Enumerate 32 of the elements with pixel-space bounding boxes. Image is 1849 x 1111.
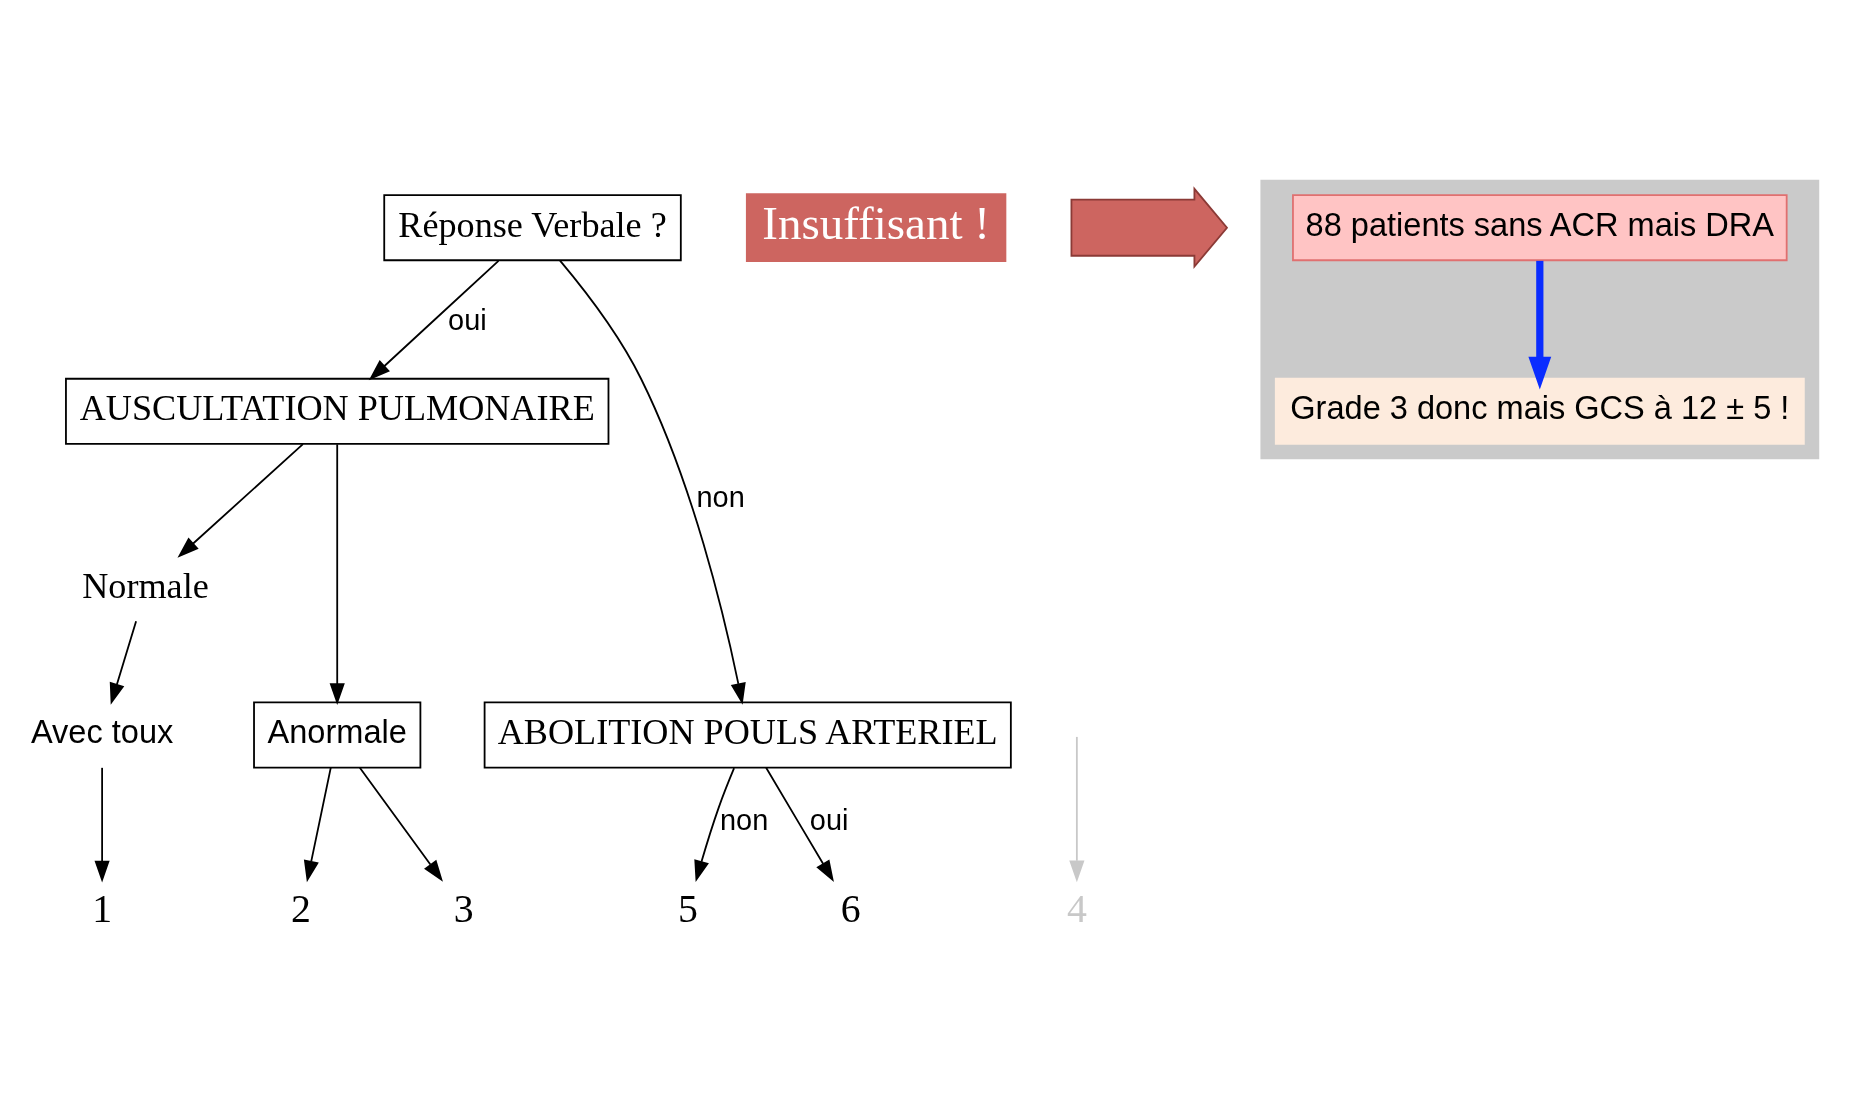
node-box: Grade 3 donc mais GCS à 12 ± 5 !: [1274, 377, 1805, 445]
node-text: Normale: [82, 565, 209, 606]
node-text: 1: [92, 887, 113, 932]
node-text: 3: [453, 887, 474, 932]
node-arrow: [1070, 186, 1229, 270]
arrow: [358, 766, 443, 882]
node-box: AUSCULTATION PULMONAIRE: [65, 377, 610, 445]
node-text: 2: [291, 887, 311, 932]
edge-label: oui: [809, 804, 849, 837]
node-box: ABOLITION POULS ARTERIEL: [483, 701, 1012, 769]
edge-label: non: [696, 480, 745, 513]
arrow: [303, 766, 332, 883]
arrow: [94, 766, 110, 883]
arrow: [765, 766, 834, 882]
arrow: [109, 620, 137, 705]
arrow: [559, 259, 746, 705]
node-text: Avec toux: [30, 713, 174, 750]
arrow: [368, 259, 500, 381]
arrow: [694, 767, 735, 883]
edge-label: non: [719, 804, 769, 837]
arrow: [177, 443, 304, 558]
arrow: [1528, 260, 1552, 390]
node-box: Réponse Verbale ?: [383, 194, 682, 262]
node-box: 88 patients sans ACR mais DRA: [1292, 194, 1788, 262]
edge-label: oui: [448, 303, 487, 336]
arrow: [1069, 736, 1085, 883]
node-text: 6: [840, 887, 861, 932]
arrow: [329, 443, 345, 705]
node-box: Anormale: [253, 701, 422, 769]
node-text: 5: [678, 887, 698, 932]
node-box: Insuffisant !: [745, 193, 1007, 263]
cluster: [1260, 179, 1820, 460]
